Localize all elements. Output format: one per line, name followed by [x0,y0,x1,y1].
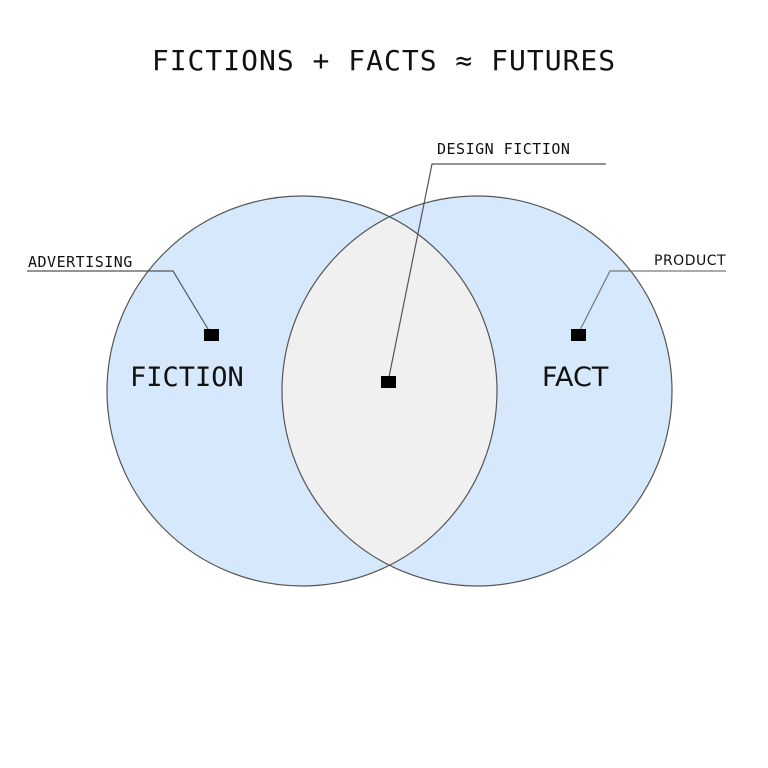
design-fiction-leader-line [387,163,606,383]
overlap-region [282,196,497,586]
advertising-label: ADVERTISING [28,253,133,271]
advertising-marker [204,329,219,341]
design-fiction-marker [381,376,396,388]
fact-label: FACT [542,362,609,393]
product-marker [571,329,586,341]
fiction-label: FICTION [130,362,244,393]
advertising-leader-line [27,270,212,335]
design-fiction-label: DESIGN FICTION [437,140,571,158]
product-leader-line [577,270,726,335]
product-label: PRODUCT [654,253,727,269]
diagram-title: FICTIONS + FACTS ≈ FUTURES [151,44,617,77]
